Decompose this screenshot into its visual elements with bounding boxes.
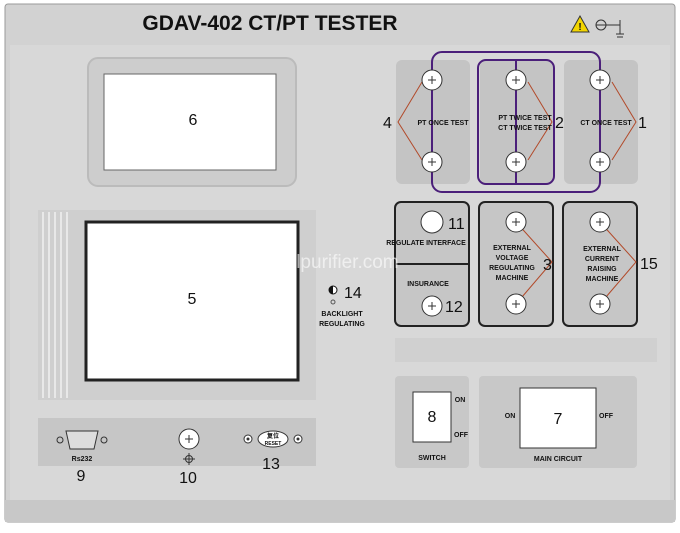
backlight-label-2: REGULATING <box>319 321 365 328</box>
switch-label: SWITCH <box>418 455 446 462</box>
lcd-bezel-ribs <box>42 212 68 398</box>
fuse-icon <box>243 434 303 444</box>
label-9: 9 <box>77 468 86 485</box>
svg-text:!: ! <box>578 22 581 33</box>
terminal-pt-once-top[interactable] <box>421 69 443 91</box>
ground-icon <box>595 19 624 38</box>
ext-volt-3: REGULATING <box>489 265 535 272</box>
knob-10[interactable] <box>178 428 200 450</box>
terminal-ext-voltage-bottom[interactable] <box>505 293 527 315</box>
reset-cn-label: 复位 <box>266 432 279 440</box>
regulate-knob[interactable] <box>420 210 444 234</box>
label-4: 4 <box>383 115 392 132</box>
watermark-text: hyoilpurifier.com <box>261 252 398 273</box>
main-on-label: ON <box>505 413 516 420</box>
label-12: 12 <box>445 299 463 316</box>
pt-once-label: PT ONCE TEST <box>418 120 470 127</box>
terminal-twice-top[interactable] <box>505 69 527 91</box>
wire-ext-current <box>599 221 637 305</box>
label-15: 15 <box>640 256 658 273</box>
blank-strip <box>395 338 657 362</box>
ext-curr-2: CURRENT <box>585 256 620 263</box>
power-switch[interactable] <box>412 391 452 443</box>
regulate-label: REGULATE INTERFACE <box>386 240 466 247</box>
module-ext-current <box>562 201 638 327</box>
panel-title: GDAV-402 CT/PT TESTER <box>142 12 397 35</box>
label-6: 6 <box>189 112 198 129</box>
reset-button[interactable] <box>257 430 289 448</box>
main-off-label: OFF <box>599 413 614 420</box>
label-11: 11 <box>448 216 465 233</box>
rs232-label: Rs232 <box>72 456 93 463</box>
terminal-ext-current-bottom[interactable] <box>589 293 611 315</box>
insurance-label: INSURANCE <box>407 281 449 288</box>
terminal-twice-bottom[interactable] <box>505 151 527 173</box>
ext-curr-4: MACHINE <box>586 276 619 283</box>
terminal-ct-once-bottom[interactable] <box>589 151 611 173</box>
label-8: 8 <box>428 409 437 426</box>
backlight-knob[interactable] <box>330 299 336 305</box>
panel-bottom-strip <box>5 500 675 522</box>
ext-volt-4: MACHINE <box>496 275 529 282</box>
backlight-icon <box>328 285 338 295</box>
pt-twice-label: PT TWICE TEST <box>498 115 552 122</box>
display-screen <box>103 73 277 171</box>
terminal-ct-once-top[interactable] <box>589 69 611 91</box>
reset-label: RESET <box>265 441 282 447</box>
main-circuit-breaker[interactable] <box>519 387 597 449</box>
ext-curr-1: EXTERNAL <box>583 246 621 253</box>
ext-volt-2: VOLTAGE <box>496 255 529 262</box>
main-circuit-label: MAIN CIRCUIT <box>534 456 583 463</box>
label-7: 7 <box>554 411 563 428</box>
db9-port-icon[interactable] <box>56 430 108 450</box>
terminal-ext-current-top[interactable] <box>589 211 611 233</box>
ext-curr-3: RAISING <box>587 266 617 273</box>
label-14: 14 <box>344 285 362 302</box>
label-3: 3 <box>543 257 552 274</box>
wire-ext-voltage <box>515 221 553 305</box>
switch-off-label: OFF <box>454 432 469 439</box>
ct-once-label: CT ONCE TEST <box>580 120 632 127</box>
label-1: 1 <box>638 115 647 132</box>
terminal-pt-once-bottom[interactable] <box>421 151 443 173</box>
wires-top <box>397 81 637 161</box>
warning-icon: ! <box>570 14 590 33</box>
ext-volt-1: EXTERNAL <box>493 245 531 252</box>
backlight-label-1: BACKLIGHT <box>321 311 363 318</box>
terminal-ext-voltage-top[interactable] <box>505 211 527 233</box>
label-2: 2 <box>555 115 564 132</box>
insurance-fuse[interactable] <box>421 295 443 317</box>
ct-twice-label: CT TWICE TEST <box>498 125 552 132</box>
module-ext-voltage <box>478 201 554 327</box>
switch-on-label: ON <box>455 397 466 404</box>
label-10: 10 <box>179 470 197 487</box>
label-13: 13 <box>262 456 280 473</box>
label-5: 5 <box>188 291 197 308</box>
lcd-screen <box>84 220 300 382</box>
knob-icon <box>183 453 195 465</box>
